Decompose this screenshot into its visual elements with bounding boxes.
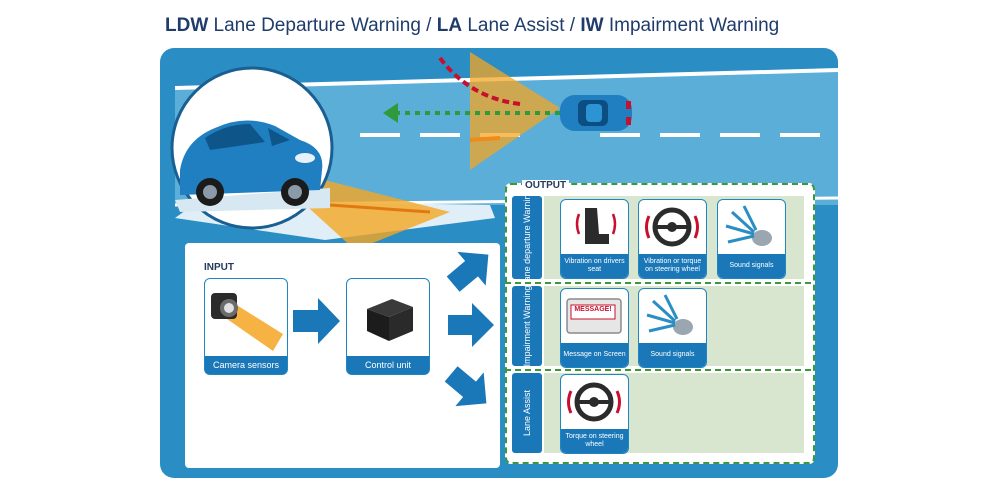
steering-vibration-label: Vibration or torque on steering wheel bbox=[639, 254, 706, 278]
row-label-lane-departure: Lane departure Warning bbox=[522, 189, 532, 286]
output-label: OUTPUT bbox=[522, 180, 570, 191]
output-card-steering-vibration: Vibration or torque on steering wheel bbox=[638, 199, 707, 279]
title-iw-abbr: IW bbox=[580, 15, 604, 36]
message-screen-label: Message on Screen bbox=[561, 343, 628, 367]
sound-signals-label: Sound signals bbox=[718, 254, 785, 278]
output-card-sound-signals: Sound signals bbox=[717, 199, 786, 279]
steering-wheel-icon bbox=[567, 382, 621, 422]
camera-sensor-card: Camera sensors bbox=[204, 278, 288, 375]
side-view-car bbox=[180, 120, 323, 206]
title-la-text: Lane Assist / bbox=[462, 15, 581, 36]
sound-signals-iw-label: Sound signals bbox=[639, 343, 706, 367]
top-view-car bbox=[560, 95, 632, 131]
title-ldw-abbr: LDW bbox=[165, 15, 209, 36]
page-title: LDW Lane Departure Warning / LA Lane Ass… bbox=[165, 15, 779, 37]
control-unit-icon bbox=[367, 299, 413, 341]
row-divider bbox=[505, 369, 811, 371]
output-card-steering-torque: Torque on steering wheel bbox=[560, 374, 629, 454]
steering-wheel-icon bbox=[645, 207, 699, 247]
camera-sensor-label: Camera sensors bbox=[205, 356, 287, 374]
direction-arrow bbox=[383, 103, 560, 123]
seat-icon bbox=[575, 208, 617, 244]
input-label: INPUT bbox=[204, 262, 234, 273]
title-la-abbr: LA bbox=[436, 15, 463, 36]
arrow-to-impairment bbox=[448, 303, 494, 347]
warning-arc bbox=[438, 56, 521, 106]
row-divider bbox=[505, 282, 811, 284]
front-camera-beam bbox=[300, 175, 450, 250]
screen-message-text: MESSAGE! bbox=[574, 306, 612, 313]
row-lane-assist: Lane Assist bbox=[512, 373, 804, 453]
vibration-seat-label: Vibration on drivers seat bbox=[561, 254, 628, 278]
arrow-camera-to-control bbox=[293, 298, 340, 344]
row-label-lane-assist: Lane Assist bbox=[522, 389, 532, 437]
title-ldw-text: Lane Departure Warning / bbox=[208, 15, 437, 36]
speaker-icon bbox=[725, 205, 772, 246]
control-unit-label: Control unit bbox=[347, 356, 429, 374]
arrow-to-lane-assist bbox=[444, 366, 487, 407]
title-iw-text: Impairment Warning bbox=[603, 15, 780, 36]
row-label-impairment: Impairment Warning bbox=[522, 285, 532, 367]
output-card-vibration-seat: Vibration on drivers seat bbox=[560, 199, 629, 279]
screen-icon bbox=[566, 298, 622, 334]
output-card-message-screen: MESSAGE! Message on Screen bbox=[560, 288, 629, 368]
speaker-icon bbox=[646, 294, 693, 335]
steering-torque-label: Torque on steering wheel bbox=[561, 429, 628, 453]
arrow-to-lane-departure bbox=[446, 251, 489, 292]
control-unit-card: Control unit bbox=[346, 278, 430, 375]
output-card-sound-signals-iw: Sound signals bbox=[638, 288, 707, 368]
camera-icon bbox=[211, 293, 283, 351]
